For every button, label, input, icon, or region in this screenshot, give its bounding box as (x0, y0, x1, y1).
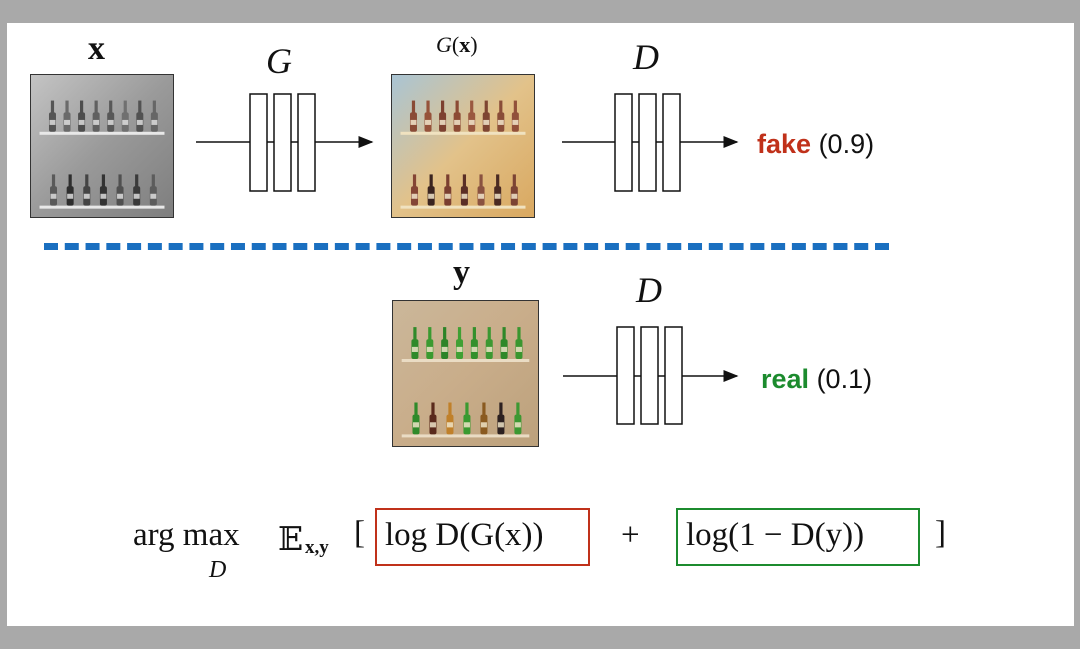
real-word: real (761, 364, 810, 394)
real-output-label: real (0.1) (761, 364, 872, 395)
discriminator-label-bottom: D (636, 270, 662, 310)
fake-output-label: fake (0.9) (757, 129, 874, 160)
discriminator-top-layer-3 (662, 93, 681, 192)
real-bottles-photo (392, 300, 539, 447)
generator-layer-3 (297, 93, 316, 192)
grayscale-bottles-photo (30, 74, 174, 218)
discriminator-bottom-layer-1 (616, 326, 635, 425)
generator-layer-2 (273, 93, 292, 192)
real-score: (0.1) (816, 364, 873, 394)
discriminator-bottom-layer-2 (640, 326, 659, 425)
dashed-divider (44, 243, 889, 250)
discriminator-label-top: D (633, 37, 659, 77)
discriminator-top-layer-1 (614, 93, 633, 192)
generator-layer-1 (249, 93, 268, 192)
discriminator-bottom-layer-3 (664, 326, 683, 425)
slide-canvas (7, 23, 1074, 626)
generator-label: G (266, 41, 292, 81)
colorized-bottles-photo (391, 74, 535, 218)
input-x-label: x (88, 30, 105, 67)
generated-label: G(x) (436, 32, 478, 57)
fake-word: fake (757, 129, 812, 159)
input-y-label: y (453, 254, 470, 291)
discriminator-top-layer-2 (638, 93, 657, 192)
fake-score: (0.9) (818, 129, 875, 159)
